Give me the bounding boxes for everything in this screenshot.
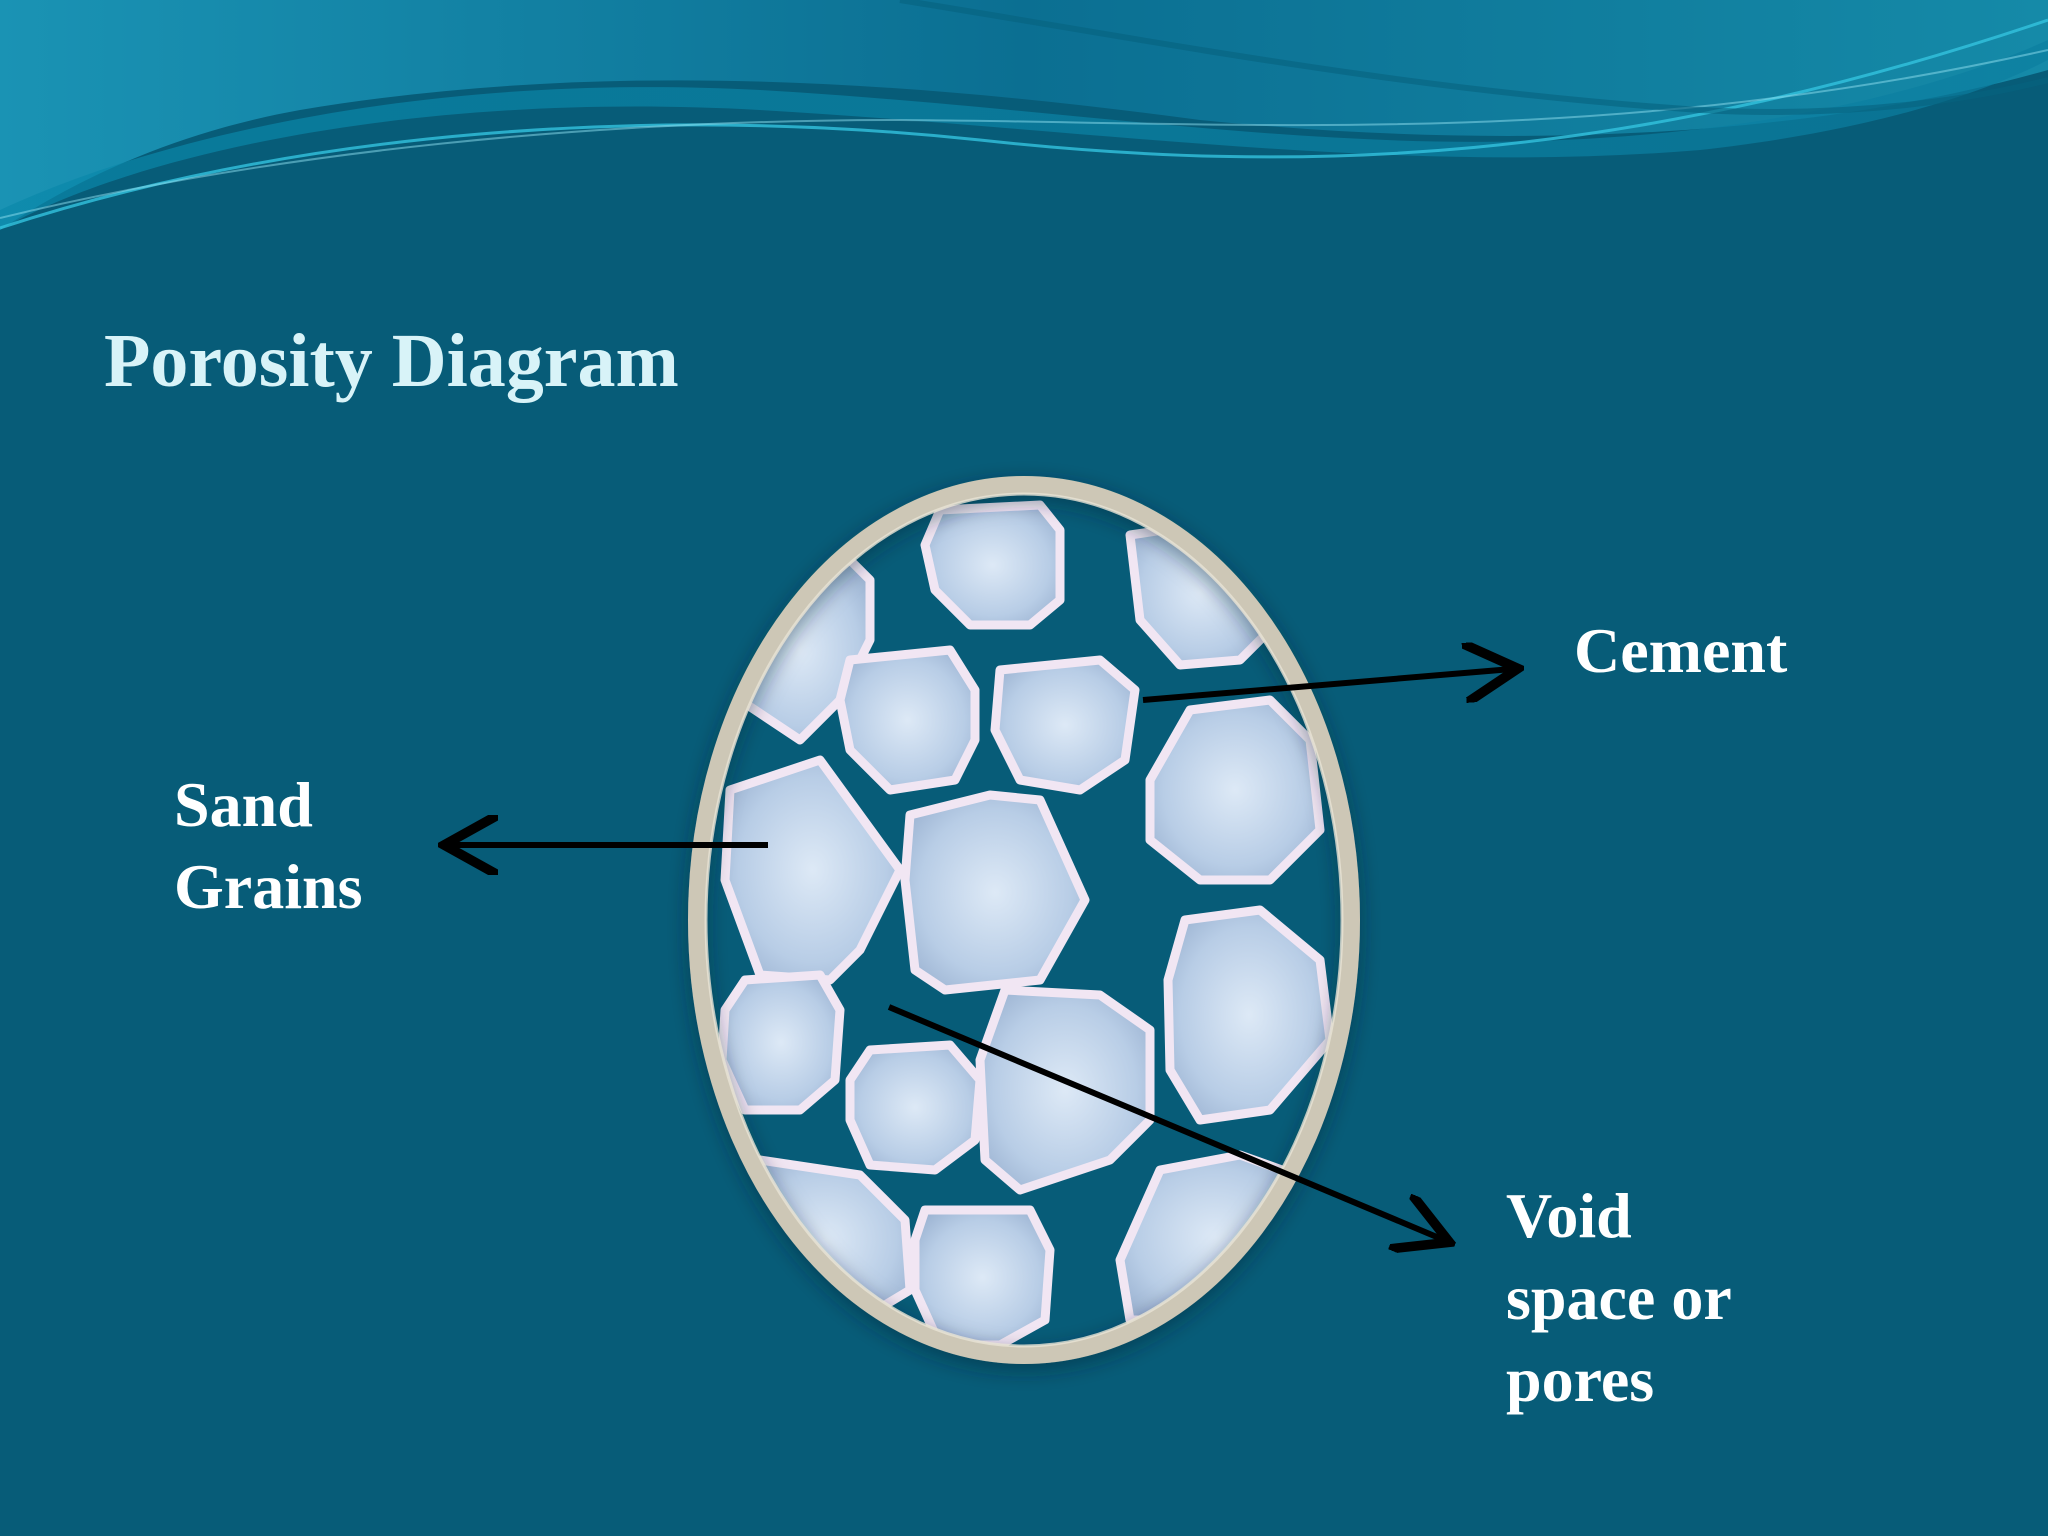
sand-grains-label: Sand Grains — [174, 764, 362, 928]
void-space-label-line: space or — [1506, 1262, 1732, 1333]
void-space-arrow — [887, 1004, 1444, 1240]
sand-grain — [720, 755, 905, 985]
sand-grain — [900, 790, 1090, 995]
void-space-label: Void space or pores — [1506, 1175, 1732, 1421]
sand-grain — [910, 1205, 1055, 1347]
sand-grain — [920, 500, 1065, 630]
cement-ring-highlight — [704, 492, 1344, 1348]
slide-title: Porosity Diagram — [104, 319, 679, 403]
sand-grain — [990, 655, 1140, 795]
void-space-label-line: Void — [1506, 1180, 1632, 1251]
cement-ring — [688, 476, 1360, 1364]
cement-label: Cement — [1574, 615, 1788, 686]
sand-grain — [845, 1040, 985, 1175]
sand-grain — [717, 970, 845, 1115]
sand-grains-label-line: Grains — [174, 851, 363, 922]
cement-arrow — [1142, 669, 1512, 703]
sand-grains-label-line: Sand — [174, 769, 313, 840]
sand-grain — [1145, 695, 1325, 885]
sand-grain — [975, 985, 1155, 1195]
sand-grain — [1163, 905, 1335, 1125]
void-space-label-line: pores — [1506, 1344, 1655, 1415]
sand-grain — [835, 645, 980, 795]
sand-grains-group — [717, 500, 1335, 1347]
header-wave-decoration — [0, 0, 2048, 230]
